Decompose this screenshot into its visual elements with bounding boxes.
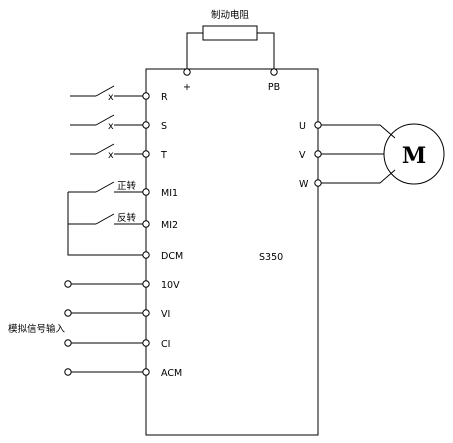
svg-text:x: x: [108, 92, 114, 103]
analog-ci: [64, 339, 150, 347]
terminal-pb: [270, 68, 278, 76]
plus-label: +: [183, 82, 191, 93]
reverse-switch: [68, 213, 150, 228]
analog-vi: [64, 309, 150, 317]
label-r: R: [161, 92, 168, 103]
label-u: U: [299, 121, 306, 132]
output-wire-u: [321, 124, 396, 139]
label-mi2: MI2: [161, 220, 178, 231]
brake-wire-right: [257, 32, 275, 69]
brake-resistor: [202, 25, 258, 41]
terminal-v: [314, 150, 322, 158]
terminal-plus: [183, 68, 191, 76]
pb-label: PB: [268, 82, 280, 93]
svg-text:x: x: [108, 150, 114, 161]
terminal-w: [314, 179, 322, 187]
label-ci: CI: [161, 339, 170, 350]
power-input-s: x: [70, 114, 150, 132]
brake-resistor-label: 制动电阻: [211, 9, 250, 21]
terminal-dcm: [142, 251, 150, 259]
power-input-r: x: [70, 85, 150, 103]
label-w: W: [299, 179, 309, 190]
common-bus: [67, 192, 145, 256]
label-vi: VI: [161, 309, 170, 320]
motor-label: M: [402, 143, 426, 169]
label-dcm: DCM: [161, 251, 183, 262]
forward-switch: [68, 181, 150, 196]
label-v: V: [299, 150, 306, 161]
reverse-label: 反转: [117, 212, 137, 224]
brake-wire-left: [186, 32, 203, 69]
label-10v: 10V: [161, 280, 180, 291]
label-mi1: MI1: [161, 188, 178, 199]
analog-input-label: 模拟信号输入: [8, 323, 66, 335]
motor: [383, 123, 445, 185]
output-wire-w: [321, 169, 396, 184]
power-input-t: x: [70, 143, 150, 161]
analog-acm: [64, 368, 150, 376]
label-acm: ACM: [161, 368, 182, 379]
model-label: S350: [259, 252, 283, 263]
analog-10v: [64, 280, 150, 288]
forward-label: 正转: [117, 180, 137, 192]
label-s: S: [161, 121, 167, 132]
label-t: T: [160, 150, 167, 161]
svg-text:x: x: [108, 121, 114, 132]
terminal-u: [314, 121, 322, 129]
